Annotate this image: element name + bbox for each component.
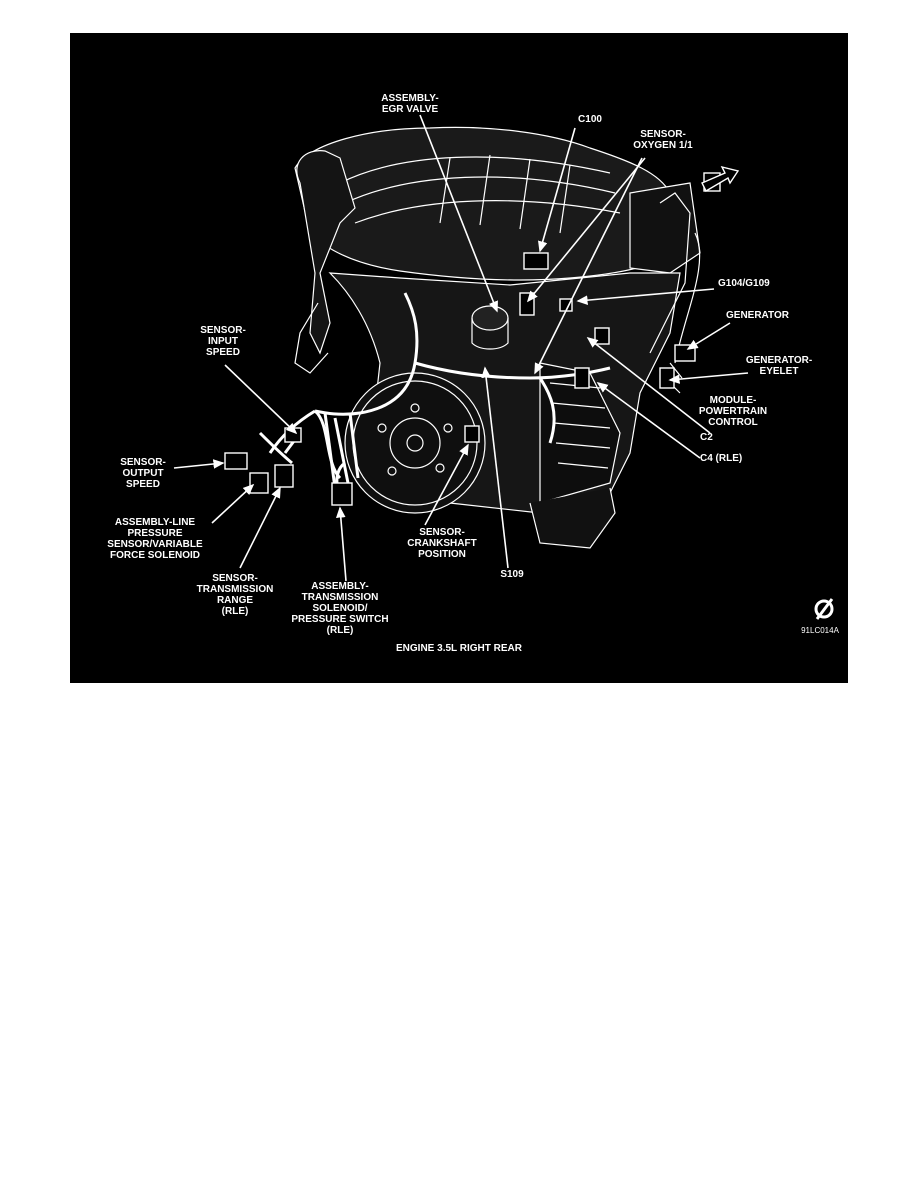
engine-illustration — [173, 114, 834, 620]
label-egr-valve: ASSEMBLY- EGR VALVE — [381, 93, 439, 115]
label-line-pressure: ASSEMBLY-LINE PRESSURE SENSOR/VARIABLE F… — [107, 517, 203, 561]
figure-caption: ENGINE 3.5L RIGHT REAR — [396, 643, 522, 654]
front-arrow-icon — [701, 165, 740, 192]
label-input-speed: SENSOR- INPUT SPEED — [200, 325, 246, 358]
label-pcm: MODULE- POWERTRAIN CONTROL — [698, 395, 768, 428]
label-crankshaft-position: SENSOR- CRANKSHAFT POSITION — [407, 527, 477, 560]
label-oxygen-sensor: SENSOR- OXYGEN 1/1 — [633, 129, 693, 151]
no-symbol-icon — [814, 598, 834, 620]
label-s109: S109 — [500, 569, 524, 580]
label-c2: C2 — [700, 432, 713, 443]
engine-block — [294, 126, 701, 549]
leader-lines — [173, 114, 749, 582]
label-ground: G104/G109 — [718, 278, 770, 289]
figure-code: 91LC014A — [801, 626, 839, 635]
label-generator-eyelet: GENERATOR- EYELET — [745, 355, 813, 377]
label-generator: GENERATOR — [726, 310, 789, 321]
label-c100: C100 — [578, 114, 602, 125]
label-output-speed: SENSOR- OUTPUT SPEED — [120, 457, 166, 490]
label-transmission-solenoid: ASSEMBLY- TRANSMISSION SOLENOID/ PRESSUR… — [291, 581, 389, 636]
engine-diagram: ASSEMBLY- EGR VALVE C100 SENSOR- OXYGEN … — [70, 33, 848, 683]
label-transmission-range: SENSOR- TRANSMISSION RANGE (RLE) — [196, 573, 274, 617]
label-c4: C4 (RLE) — [700, 453, 743, 464]
